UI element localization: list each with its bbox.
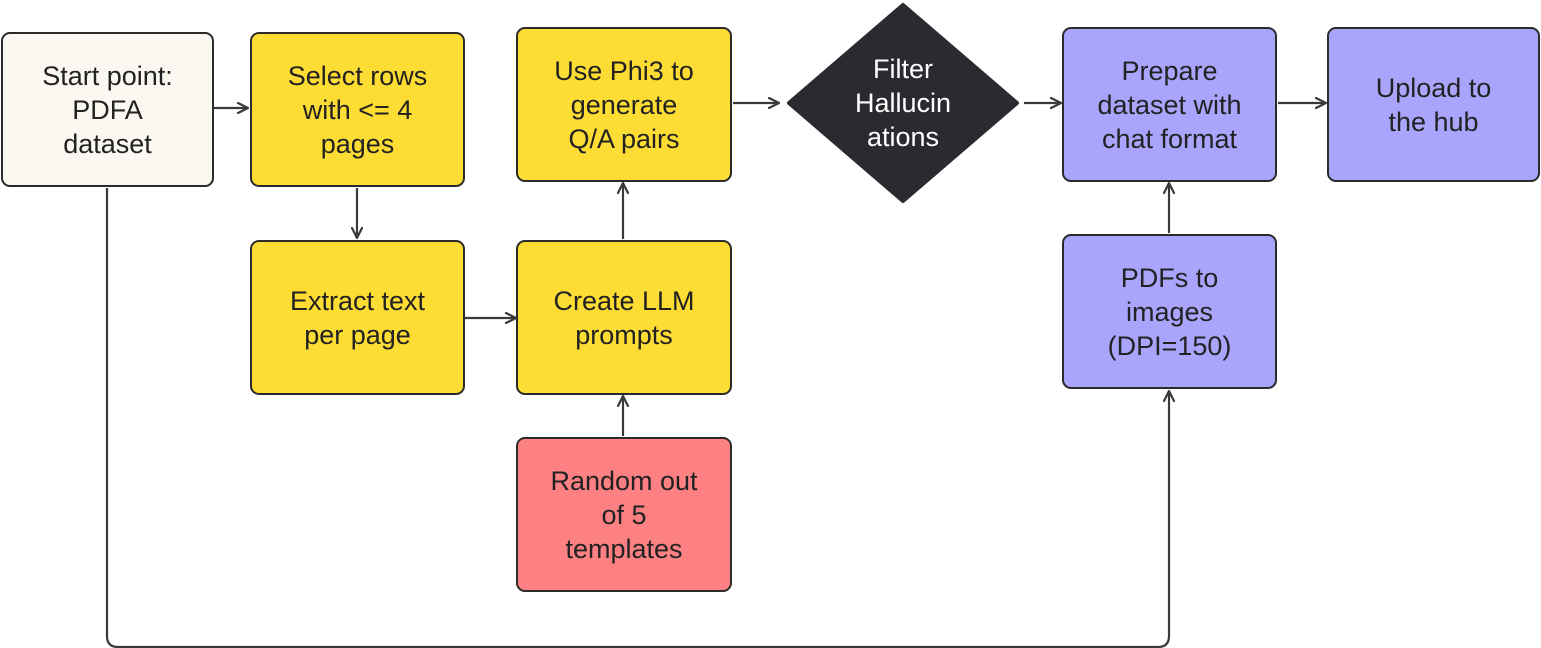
node-filter-hallucinations-label: Filter Hallucin ations <box>854 54 952 152</box>
node-prepare-dataset: Prepare dataset with chat format <box>1062 27 1277 182</box>
node-select-rows: Select rows with <= 4 pages <box>250 32 465 187</box>
node-upload-to-hub: Upload to the hub <box>1327 27 1540 182</box>
node-use-phi3: Use Phi3 to generate Q/A pairs <box>516 27 732 182</box>
node-extract-text: Extract text per page <box>250 240 465 395</box>
edge-start-to-pdfs <box>105 188 1169 648</box>
node-random-templates: Random out of 5 templates <box>516 437 732 592</box>
node-pdfs-to-images: PDFs to images (DPI=150) <box>1062 234 1277 389</box>
node-filter-hallucinations-shape <box>787 3 1019 203</box>
node-create-llm-prompts: Create LLM prompts <box>516 240 732 395</box>
node-start-point: Start point: PDFA dataset <box>1 32 214 187</box>
